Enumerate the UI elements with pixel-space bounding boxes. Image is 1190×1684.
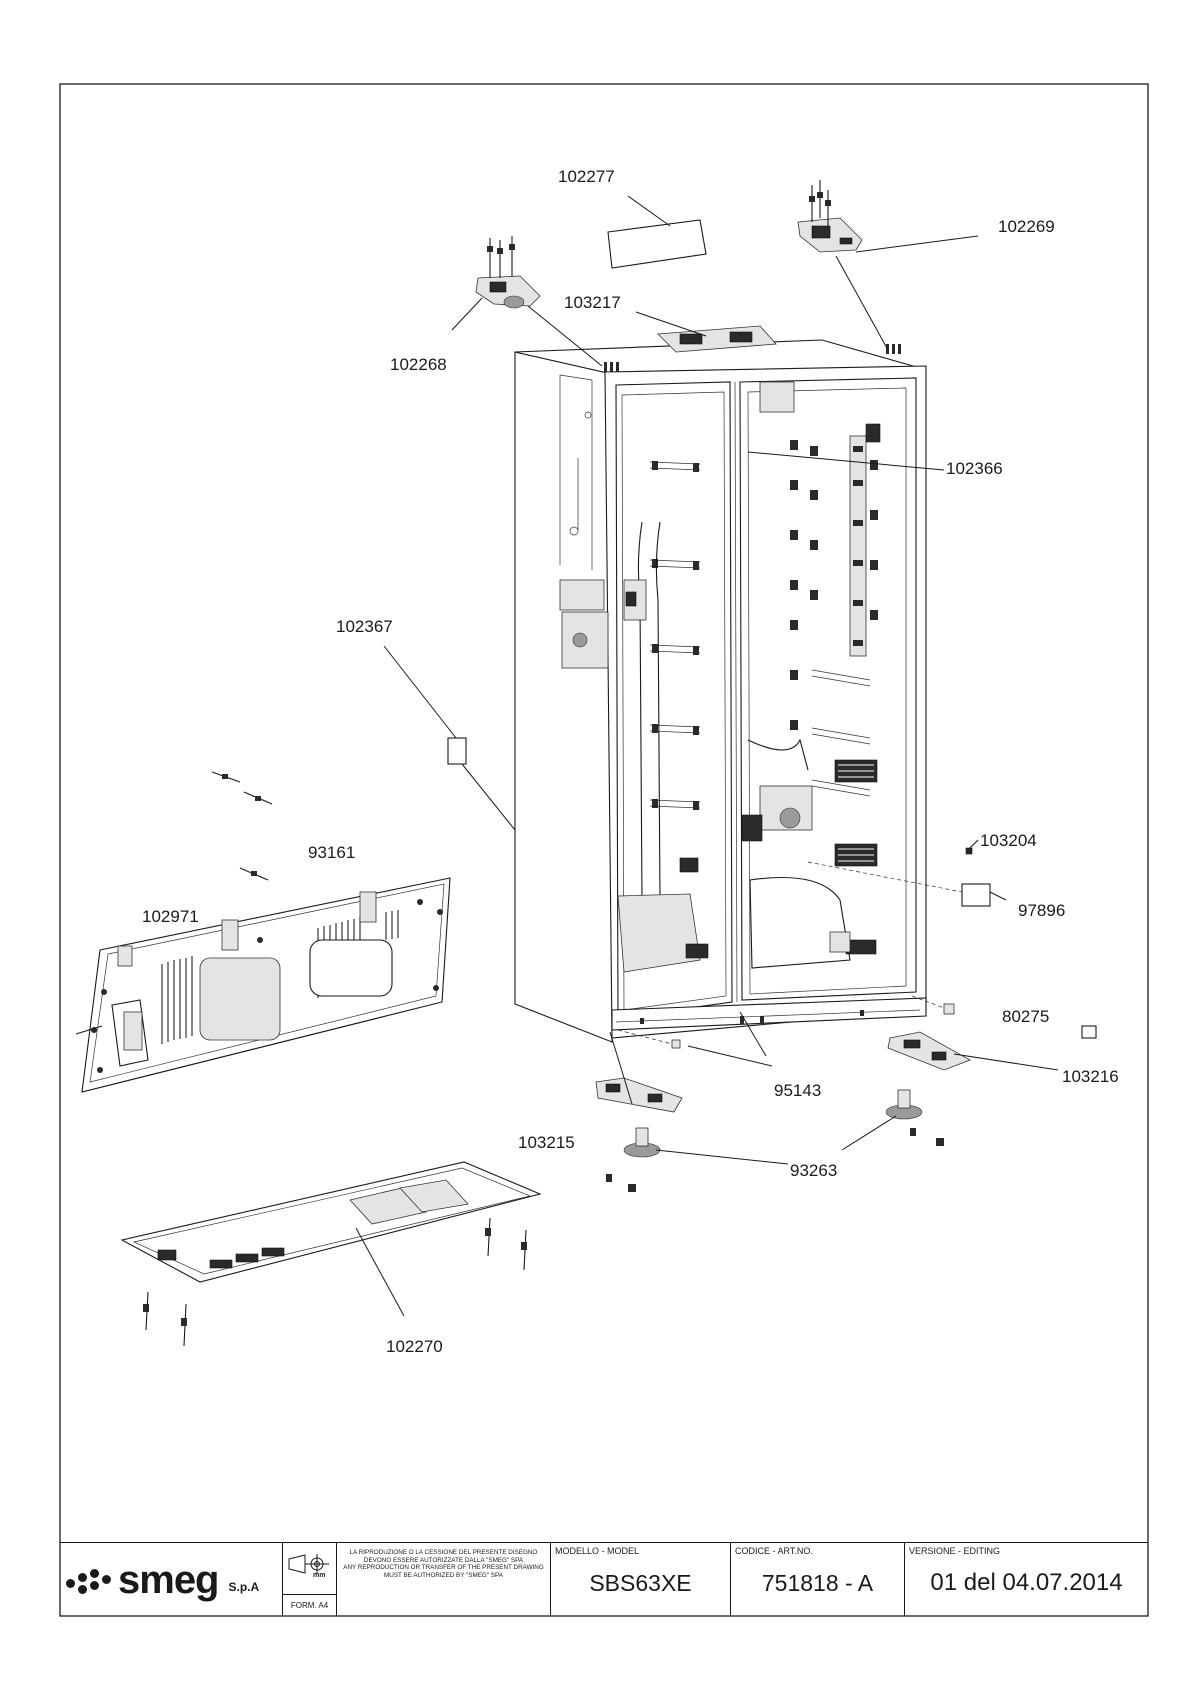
callout-103204: 103204 bbox=[980, 831, 1037, 850]
part-93161-screws bbox=[211, 771, 273, 881]
part-102268-hinge bbox=[475, 236, 541, 309]
part-102270-base-plate bbox=[120, 1161, 542, 1347]
unit-label: mm bbox=[313, 1572, 326, 1579]
part-97896-cover bbox=[961, 883, 991, 907]
projection-symbol-icon bbox=[288, 1554, 329, 1574]
form-size: FORM. A4 bbox=[283, 1594, 336, 1616]
edition-caption: VERSIONE - EDITING bbox=[909, 1546, 1001, 1556]
callout-102277: 102277 bbox=[558, 167, 615, 186]
drawing-frame bbox=[59, 83, 1149, 1617]
edition-value: 01 del 04.07.2014 bbox=[930, 1569, 1123, 1596]
part-103215-foot-bracket bbox=[595, 1077, 683, 1113]
model-value: SBS63XE bbox=[589, 1569, 692, 1596]
logo-dots-icon bbox=[66, 1565, 118, 1595]
code-value: 751818 - A bbox=[761, 1569, 874, 1596]
logo-wordmark: smeg bbox=[118, 1557, 219, 1602]
part-102269-hinge bbox=[797, 180, 863, 253]
notice-english: ANY REPRODUCTION OR TRANSFER OF THE PRES… bbox=[343, 1564, 544, 1579]
callout-97896: 97896 bbox=[1018, 901, 1065, 920]
callout-103217: 103217 bbox=[564, 293, 621, 312]
code-caption: CODICE - ART.NO. bbox=[735, 1546, 813, 1556]
notice-italian: LA RIPRODUZIONE O LA CESSIONE DEL PRESEN… bbox=[349, 1549, 538, 1564]
part-103204-screw bbox=[965, 839, 979, 855]
part-80275-cap bbox=[911, 995, 1097, 1039]
model-cell: MODELLO - MODEL SBS63XE bbox=[550, 1543, 730, 1616]
part-103217-cover bbox=[657, 325, 777, 353]
callout-102269: 102269 bbox=[998, 217, 1055, 236]
callout-102366: 102366 bbox=[946, 459, 1003, 478]
part-95143-screw bbox=[617, 1029, 681, 1049]
part-102367-label bbox=[447, 737, 467, 765]
part-103216-foot-bracket bbox=[887, 1031, 971, 1071]
part-102971-back-panel bbox=[75, 877, 451, 1093]
copyright-notice: LA RIPRODUZIONE O LA CESSIONE DEL PRESEN… bbox=[336, 1543, 550, 1616]
company-suffix: S.p.A bbox=[228, 1579, 260, 1594]
model-caption: MODELLO - MODEL bbox=[555, 1546, 640, 1556]
company-logo: smeg S.p.A bbox=[60, 1543, 282, 1616]
callout-93161: 93161 bbox=[308, 843, 355, 862]
edition-cell: VERSIONE - EDITING 01 del 04.07.2014 bbox=[904, 1543, 1148, 1616]
callout-103215: 103215 bbox=[518, 1133, 575, 1152]
callout-95143: 95143 bbox=[774, 1081, 821, 1100]
cabinet bbox=[514, 339, 927, 1043]
title-block: smeg S.p.A mm FORM. A4 LA RIPRODUZIONE O… bbox=[60, 1542, 1148, 1616]
code-cell: CODICE - ART.NO. 751818 - A bbox=[730, 1543, 904, 1616]
callout-102268: 102268 bbox=[390, 355, 447, 374]
callout-102971: 102971 bbox=[142, 907, 199, 926]
part-93263-foot bbox=[606, 1089, 944, 1192]
callout-102367: 102367 bbox=[336, 617, 393, 636]
part-callouts: 102277 102269 103217 102268 102366 10236… bbox=[142, 167, 1119, 1356]
leader-lines bbox=[355, 195, 1059, 1317]
callout-103216: 103216 bbox=[1062, 1067, 1119, 1086]
projection-cell: mm FORM. A4 bbox=[282, 1543, 336, 1616]
callout-93263: 93263 bbox=[790, 1161, 837, 1180]
callout-80275: 80275 bbox=[1002, 1007, 1049, 1026]
part-102277-label bbox=[607, 219, 707, 269]
callout-102270: 102270 bbox=[386, 1337, 443, 1356]
